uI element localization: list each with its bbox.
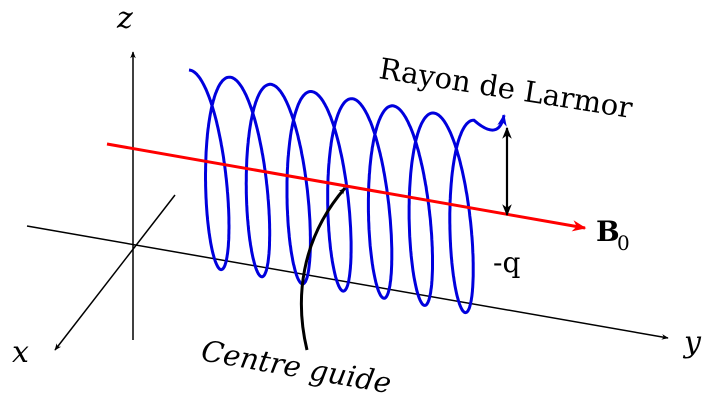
charge-label: -q — [493, 246, 520, 279]
guiding-center-pointer — [299, 187, 347, 351]
x-axis — [54, 194, 176, 351]
helix-trajectory — [188, 68, 507, 315]
x-axis-label: x — [12, 335, 29, 370]
y-axis-label: y — [682, 325, 702, 360]
larmor-radius-label: Rayon de Larmor — [377, 51, 635, 125]
magnetic-field-line — [106, 142, 587, 232]
z-axis-label: z — [116, 1, 133, 36]
guiding-center-label: Centre guide — [199, 333, 394, 400]
magnetic-field-subscript: 0 — [617, 231, 630, 255]
magnetic-field-label: B — [596, 215, 620, 248]
